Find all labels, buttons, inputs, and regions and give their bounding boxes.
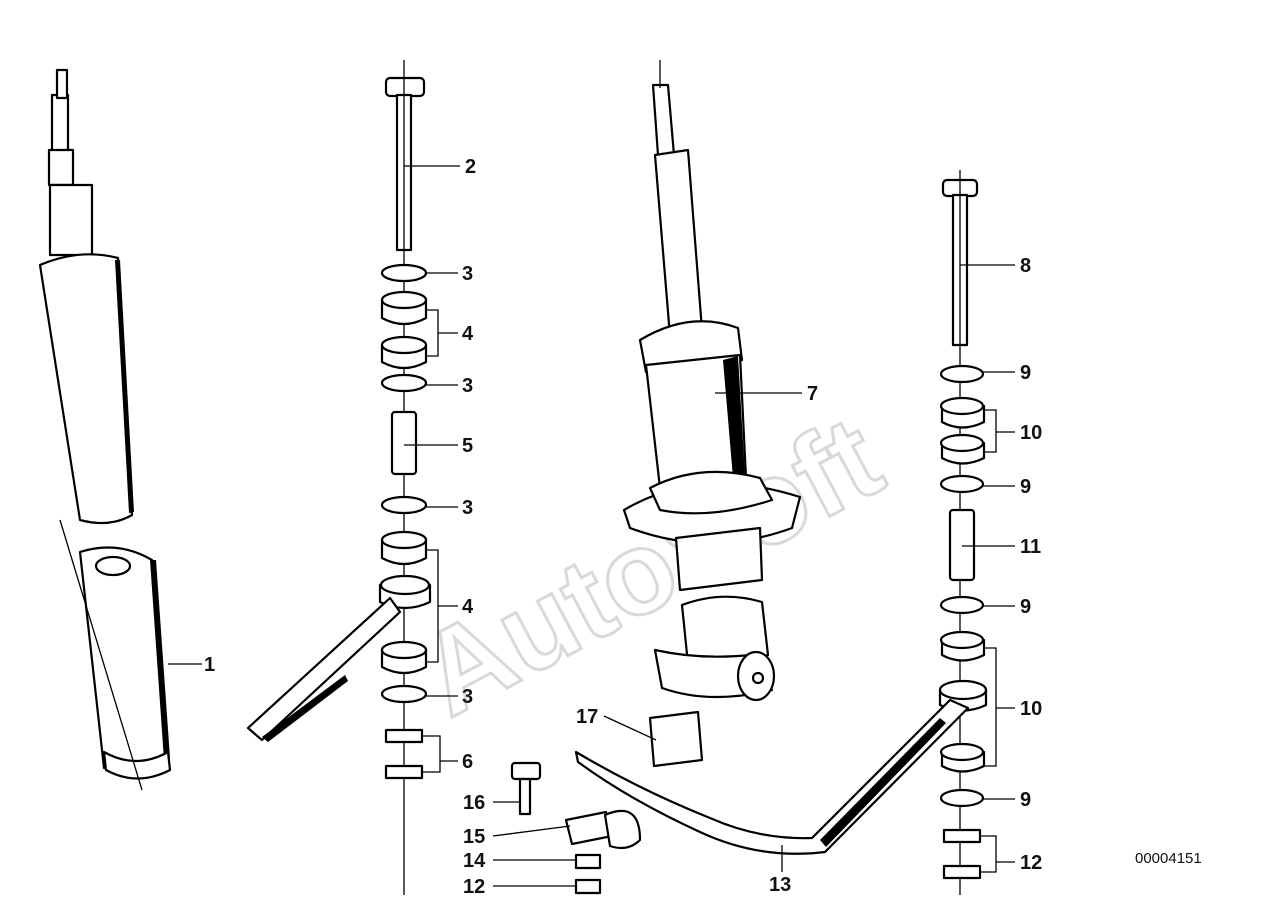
callout-4: 4 (462, 323, 474, 345)
callout-9: 9 (1020, 596, 1031, 618)
shock-absorber-rear (622, 60, 802, 702)
leader-lines (168, 165, 1015, 887)
callout-15: 15 (463, 826, 485, 848)
callout-2: 2 (465, 156, 476, 178)
callout-7: 7 (807, 383, 818, 405)
callout-6: 6 (462, 751, 473, 773)
callout-12: 12 (1020, 852, 1042, 874)
callout-13: 13 (769, 874, 791, 896)
callout-3: 3 (462, 686, 473, 708)
callout-9: 9 (1020, 362, 1031, 384)
rear-link-stack (938, 170, 988, 895)
callout-9: 9 (1020, 789, 1031, 811)
callout-3: 3 (462, 497, 473, 519)
callout-17: 17 (576, 706, 598, 728)
callout-12: 12 (463, 876, 485, 898)
callout-1: 1 (204, 654, 215, 676)
front-link-stack (246, 60, 432, 895)
callout-labels: 1 2 3 3 4 3 5 3 4 3 6 7 8 9 10 9 11 9 10… (204, 156, 1042, 898)
callout-10: 10 (1020, 698, 1042, 720)
callout-10: 10 (1020, 422, 1042, 444)
shock-absorber-front (38, 68, 172, 791)
callout-5: 5 (462, 435, 473, 457)
callout-4: 4 (462, 596, 474, 618)
callout-16: 16 (463, 792, 485, 814)
callout-8: 8 (1020, 255, 1031, 277)
callout-11: 11 (1020, 536, 1041, 558)
callout-3: 3 (462, 263, 473, 285)
watermark: AutoSoft (400, 391, 902, 741)
drawing-number: 00004151 (1135, 850, 1202, 867)
callout-3: 3 (462, 375, 473, 397)
callout-9: 9 (1020, 476, 1031, 498)
callout-14: 14 (463, 850, 486, 872)
stabilizer-bar-assembly (510, 698, 970, 895)
